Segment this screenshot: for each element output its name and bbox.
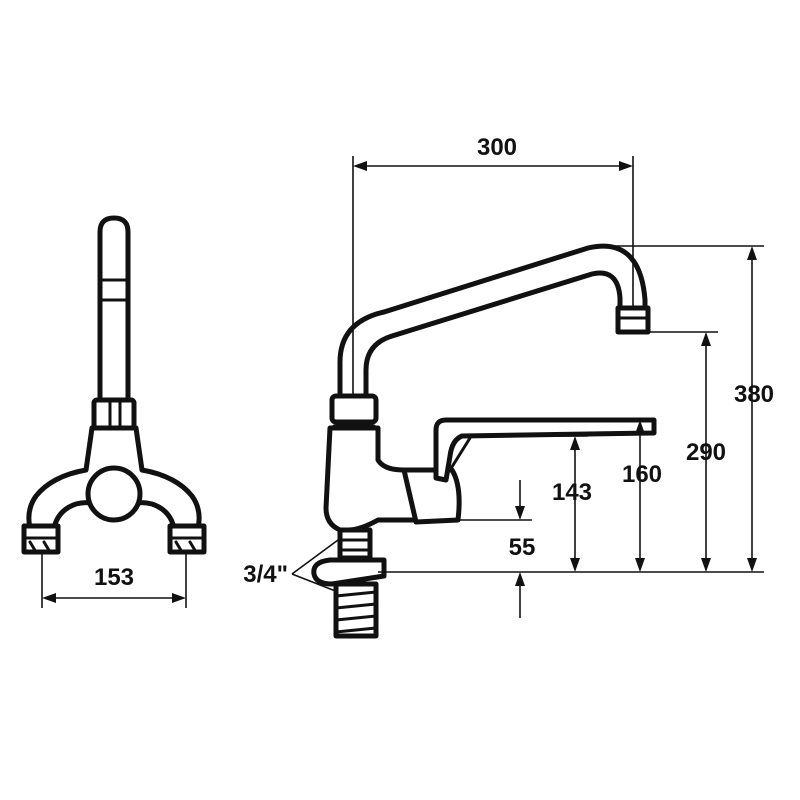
- dim-label-160: 160: [622, 461, 662, 488]
- dim-label-143: 143: [552, 479, 592, 506]
- dim-label-153: 153: [94, 564, 134, 591]
- front-knob: [85, 465, 143, 523]
- dimension-reach: 300: [352, 134, 634, 396]
- dim-label-55: 55: [509, 534, 536, 561]
- side-shank: [337, 527, 373, 561]
- dimension-height-outlet: 290: [648, 331, 726, 572]
- front-collar: [91, 397, 137, 431]
- front-view: [21, 215, 207, 555]
- thread-callout: 3/4": [243, 539, 339, 593]
- dimension-base-height: 55: [458, 480, 535, 618]
- side-aerator: [615, 305, 651, 335]
- dimension-width-front: 153: [41, 552, 187, 608]
- dim-label-300: 300: [477, 134, 517, 161]
- front-spout: [97, 215, 131, 403]
- side-lever-base: [401, 467, 462, 525]
- side-swivel-nut: [329, 393, 379, 425]
- dim-label-380: 380: [734, 381, 774, 408]
- dimension-height-total: 380: [594, 245, 774, 572]
- side-body: [323, 425, 439, 533]
- dimension-height-lever: 160: [622, 420, 662, 572]
- dim-label-290: 290: [686, 439, 726, 466]
- side-spout: [337, 243, 648, 401]
- side-lever: [433, 417, 657, 483]
- dimension-height-body: 143: [470, 435, 592, 572]
- side-flange: [311, 557, 387, 587]
- side-view: [311, 243, 657, 639]
- dim-label-thread: 3/4": [243, 561, 288, 588]
